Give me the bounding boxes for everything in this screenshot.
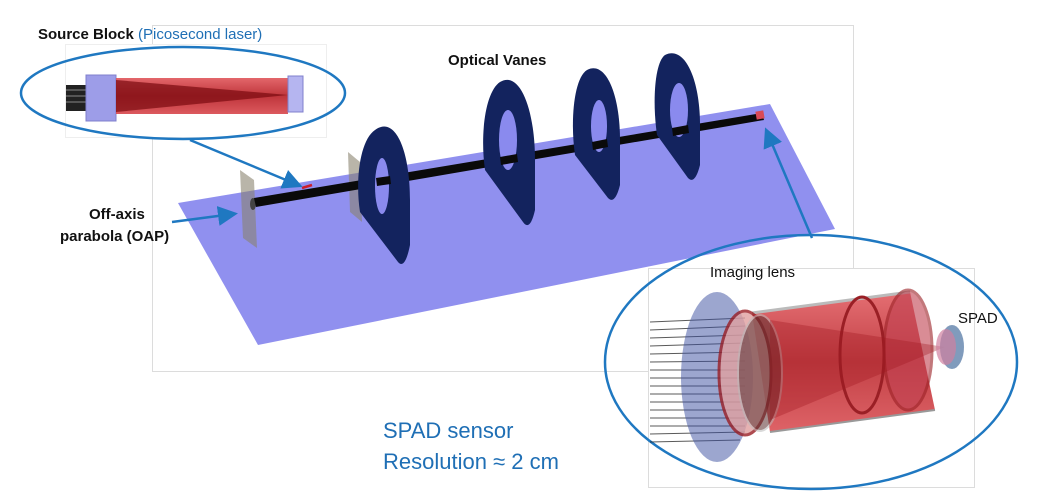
spad-label: SPAD [958,310,998,327]
oap-label-line1: Off-axis [89,206,145,223]
laser-mark [301,183,313,190]
detector-tip [755,110,765,120]
source-block-arrow [189,138,303,189]
imaging-lens-drawing [649,288,964,462]
resolution-label: Resolution ≈ 2 cm [383,449,559,474]
oap-mirror [240,170,257,248]
oap-label-line2: parabola (OAP) [60,228,170,245]
source-block-detail: Picosecond laser [143,26,258,43]
picosecond-laser-drawing [66,74,304,122]
source-block-detail-close: ) [257,26,263,43]
optical-vane-3 [572,68,620,200]
source-block-title: Source Block [38,26,134,43]
optical-vanes-label: Optical Vanes [448,52,547,69]
optical-vane-1 [358,126,410,264]
imaging-lens-arrow [763,127,814,239]
spad-sensor-label: SPAD sensor [383,418,514,443]
source-block-label: Source Block (Picosecond laser) [38,26,262,43]
imaging-lens-label: Imaging lens [710,264,796,281]
source-block-detail-open: ( [138,26,144,43]
source-block-callout [19,45,347,141]
oap-arrow [171,206,238,226]
optical-vane-4 [654,53,700,180]
base-plane [178,104,835,345]
